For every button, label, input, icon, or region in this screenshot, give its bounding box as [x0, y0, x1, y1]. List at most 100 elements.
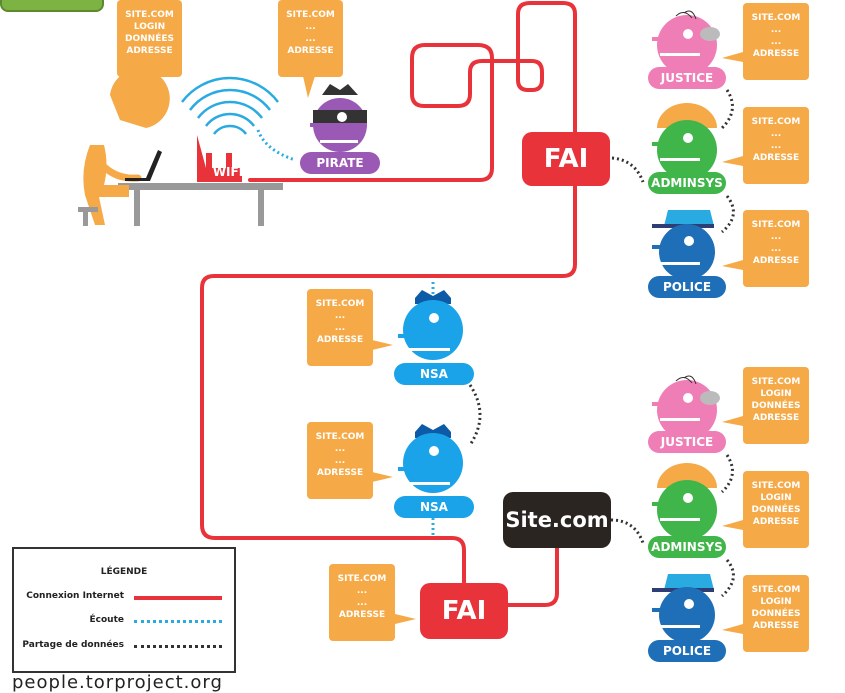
bubble-line: ADRESSE — [752, 621, 800, 631]
bubble-line: SITE.COM — [125, 10, 174, 20]
bubble-line: ... — [770, 141, 782, 151]
internet-line-wifi-to-fai — [248, 1, 577, 182]
bubble-line: ... — [770, 25, 782, 35]
bubble-line: ADRESSE — [316, 468, 364, 478]
bubble-line: ADRESSE — [126, 46, 173, 56]
justice-figure-bottom — [652, 375, 720, 440]
justice-bottom-bubble: SITE.COM LOGIN DONNÉES ADRESSE — [743, 367, 809, 444]
fai-bottom-bubble: SITE.COM ... ... ADRESSE — [329, 564, 395, 641]
pirate-data-bubble: SITE.COM ... ... ADRESSE — [278, 0, 343, 77]
wifi-label: WIFI — [212, 165, 244, 179]
internet-line-fai-to-fai — [200, 184, 577, 584]
bubble-line: ... — [334, 311, 346, 321]
bubble-line: DONNÉES — [125, 34, 174, 44]
monocle-icon — [700, 27, 720, 41]
top-green-button[interactable] — [0, 0, 104, 12]
share-line-justice-adminsys — [720, 89, 734, 130]
bubble-line: ADRESSE — [752, 413, 800, 423]
bubble-line: ADRESSE — [752, 517, 800, 527]
bubble-line: ... — [334, 323, 346, 333]
nsa-bottom-label: NSA — [394, 496, 474, 518]
share-line-site-adminsys — [610, 518, 645, 544]
nsa-top-label: NSA — [394, 363, 474, 385]
bubble-line: DONNÉES — [751, 505, 801, 515]
bubble-line: LOGIN — [760, 493, 792, 503]
hardhat-icon — [657, 103, 717, 128]
justice-figure-top — [652, 10, 720, 75]
wifi-waves-icon — [181, 76, 279, 135]
bubble-line: ADRESSE — [752, 256, 800, 266]
police-top-bubble: SITE.COM ... ... ADRESSE — [743, 210, 809, 287]
police-figure-top — [652, 210, 715, 280]
bubble-line: SITE.COM — [315, 299, 365, 309]
nsa-bottom-bubble: SITE.COM ... ... ADRESSE — [307, 422, 373, 499]
bubble-line: LOGIN — [760, 389, 792, 399]
police-figure-bottom — [652, 574, 715, 643]
bubble-line: ... — [770, 129, 782, 139]
bubble-line: SITE.COM — [751, 585, 801, 595]
nsa-figure-bottom — [398, 424, 463, 493]
bubble-line: SITE.COM — [751, 13, 801, 23]
legend-item-share: Partage de données — [22, 640, 124, 650]
bubble-line: SITE.COM — [751, 220, 801, 230]
bubble-line: ... — [334, 444, 346, 454]
nsa-top-bubble: SITE.COM ... ... ADRESSE — [307, 289, 373, 366]
bubble-tails — [140, 52, 743, 634]
police-top-label: POLICE — [648, 276, 726, 298]
footer-url[interactable]: people.torproject.org — [12, 672, 223, 693]
listen-line-pirate — [256, 129, 296, 162]
fai-bottom-node: FAI — [420, 583, 508, 639]
wifi-router-icon — [181, 76, 279, 182]
bubble-line: ... — [356, 598, 368, 608]
adminsys-figure-bottom — [652, 463, 717, 540]
bubble-line: ADRESSE — [338, 610, 386, 620]
fai-top-node: FAI — [522, 132, 610, 186]
bubble-line: SITE.COM — [751, 377, 801, 387]
bubble-line: SITE.COM — [751, 481, 801, 491]
user-data-bubble: SITE.COM LOGIN DONNÉES ADRESSE — [117, 0, 182, 77]
bubble-line: SITE.COM — [751, 117, 801, 127]
legend-swatch-listen — [134, 620, 222, 623]
internet-line-fai-to-site — [506, 546, 559, 607]
bubble-line: ... — [305, 34, 316, 44]
bubble-line: DONNÉES — [751, 401, 801, 411]
share-line-fai-adminsys — [611, 156, 645, 183]
bubble-line: LOGIN — [760, 597, 792, 607]
bubble-line: SITE.COM — [315, 432, 365, 442]
user-body — [83, 145, 129, 225]
justice-bottom-label: JUSTICE — [648, 431, 726, 453]
bubble-line: LOGIN — [133, 22, 166, 32]
laptop-icon — [125, 150, 162, 181]
share-line-adminsys-police — [720, 195, 735, 234]
police-bottom-label: POLICE — [648, 640, 726, 662]
legend-item-listen: Écoute — [89, 615, 124, 625]
share-line-nsa-nsa — [468, 384, 482, 446]
bubble-line: SITE.COM — [286, 10, 335, 20]
legend: LÉGENDE Connexion Internet Écoute Partag… — [12, 547, 236, 673]
adminsys-bottom-label: ADMINSYS — [648, 536, 726, 558]
bubble-line: ADRESSE — [316, 335, 364, 345]
user-figure — [78, 68, 170, 226]
user-eye — [107, 112, 117, 122]
bubble-line: ... — [334, 456, 346, 466]
site-node: Site.com — [503, 492, 611, 548]
bubble-line: SITE.COM — [337, 574, 387, 584]
bubble-line: ... — [770, 232, 782, 242]
share-line-justice-adminsys-bottom — [720, 454, 734, 494]
pirate-label: PIRATE — [300, 152, 380, 174]
adminsys-top-bubble: SITE.COM ... ... ADRESSE — [743, 107, 809, 184]
user-head — [110, 68, 170, 128]
nsa-figure-top — [398, 290, 463, 360]
bubble-line: ADRESSE — [752, 49, 800, 59]
legend-swatch-share — [134, 645, 222, 648]
police-bottom-bubble: SITE.COM LOGIN DONNÉES ADRESSE — [743, 575, 809, 652]
bubble-line: ... — [770, 37, 782, 47]
bubble-line: ... — [770, 244, 782, 254]
desk — [118, 183, 283, 226]
legend-title: LÉGENDE — [100, 567, 148, 577]
stool — [78, 207, 98, 212]
justice-top-label: JUSTICE — [648, 67, 726, 89]
justice-top-bubble: SITE.COM ... ... ADRESSE — [743, 3, 809, 80]
